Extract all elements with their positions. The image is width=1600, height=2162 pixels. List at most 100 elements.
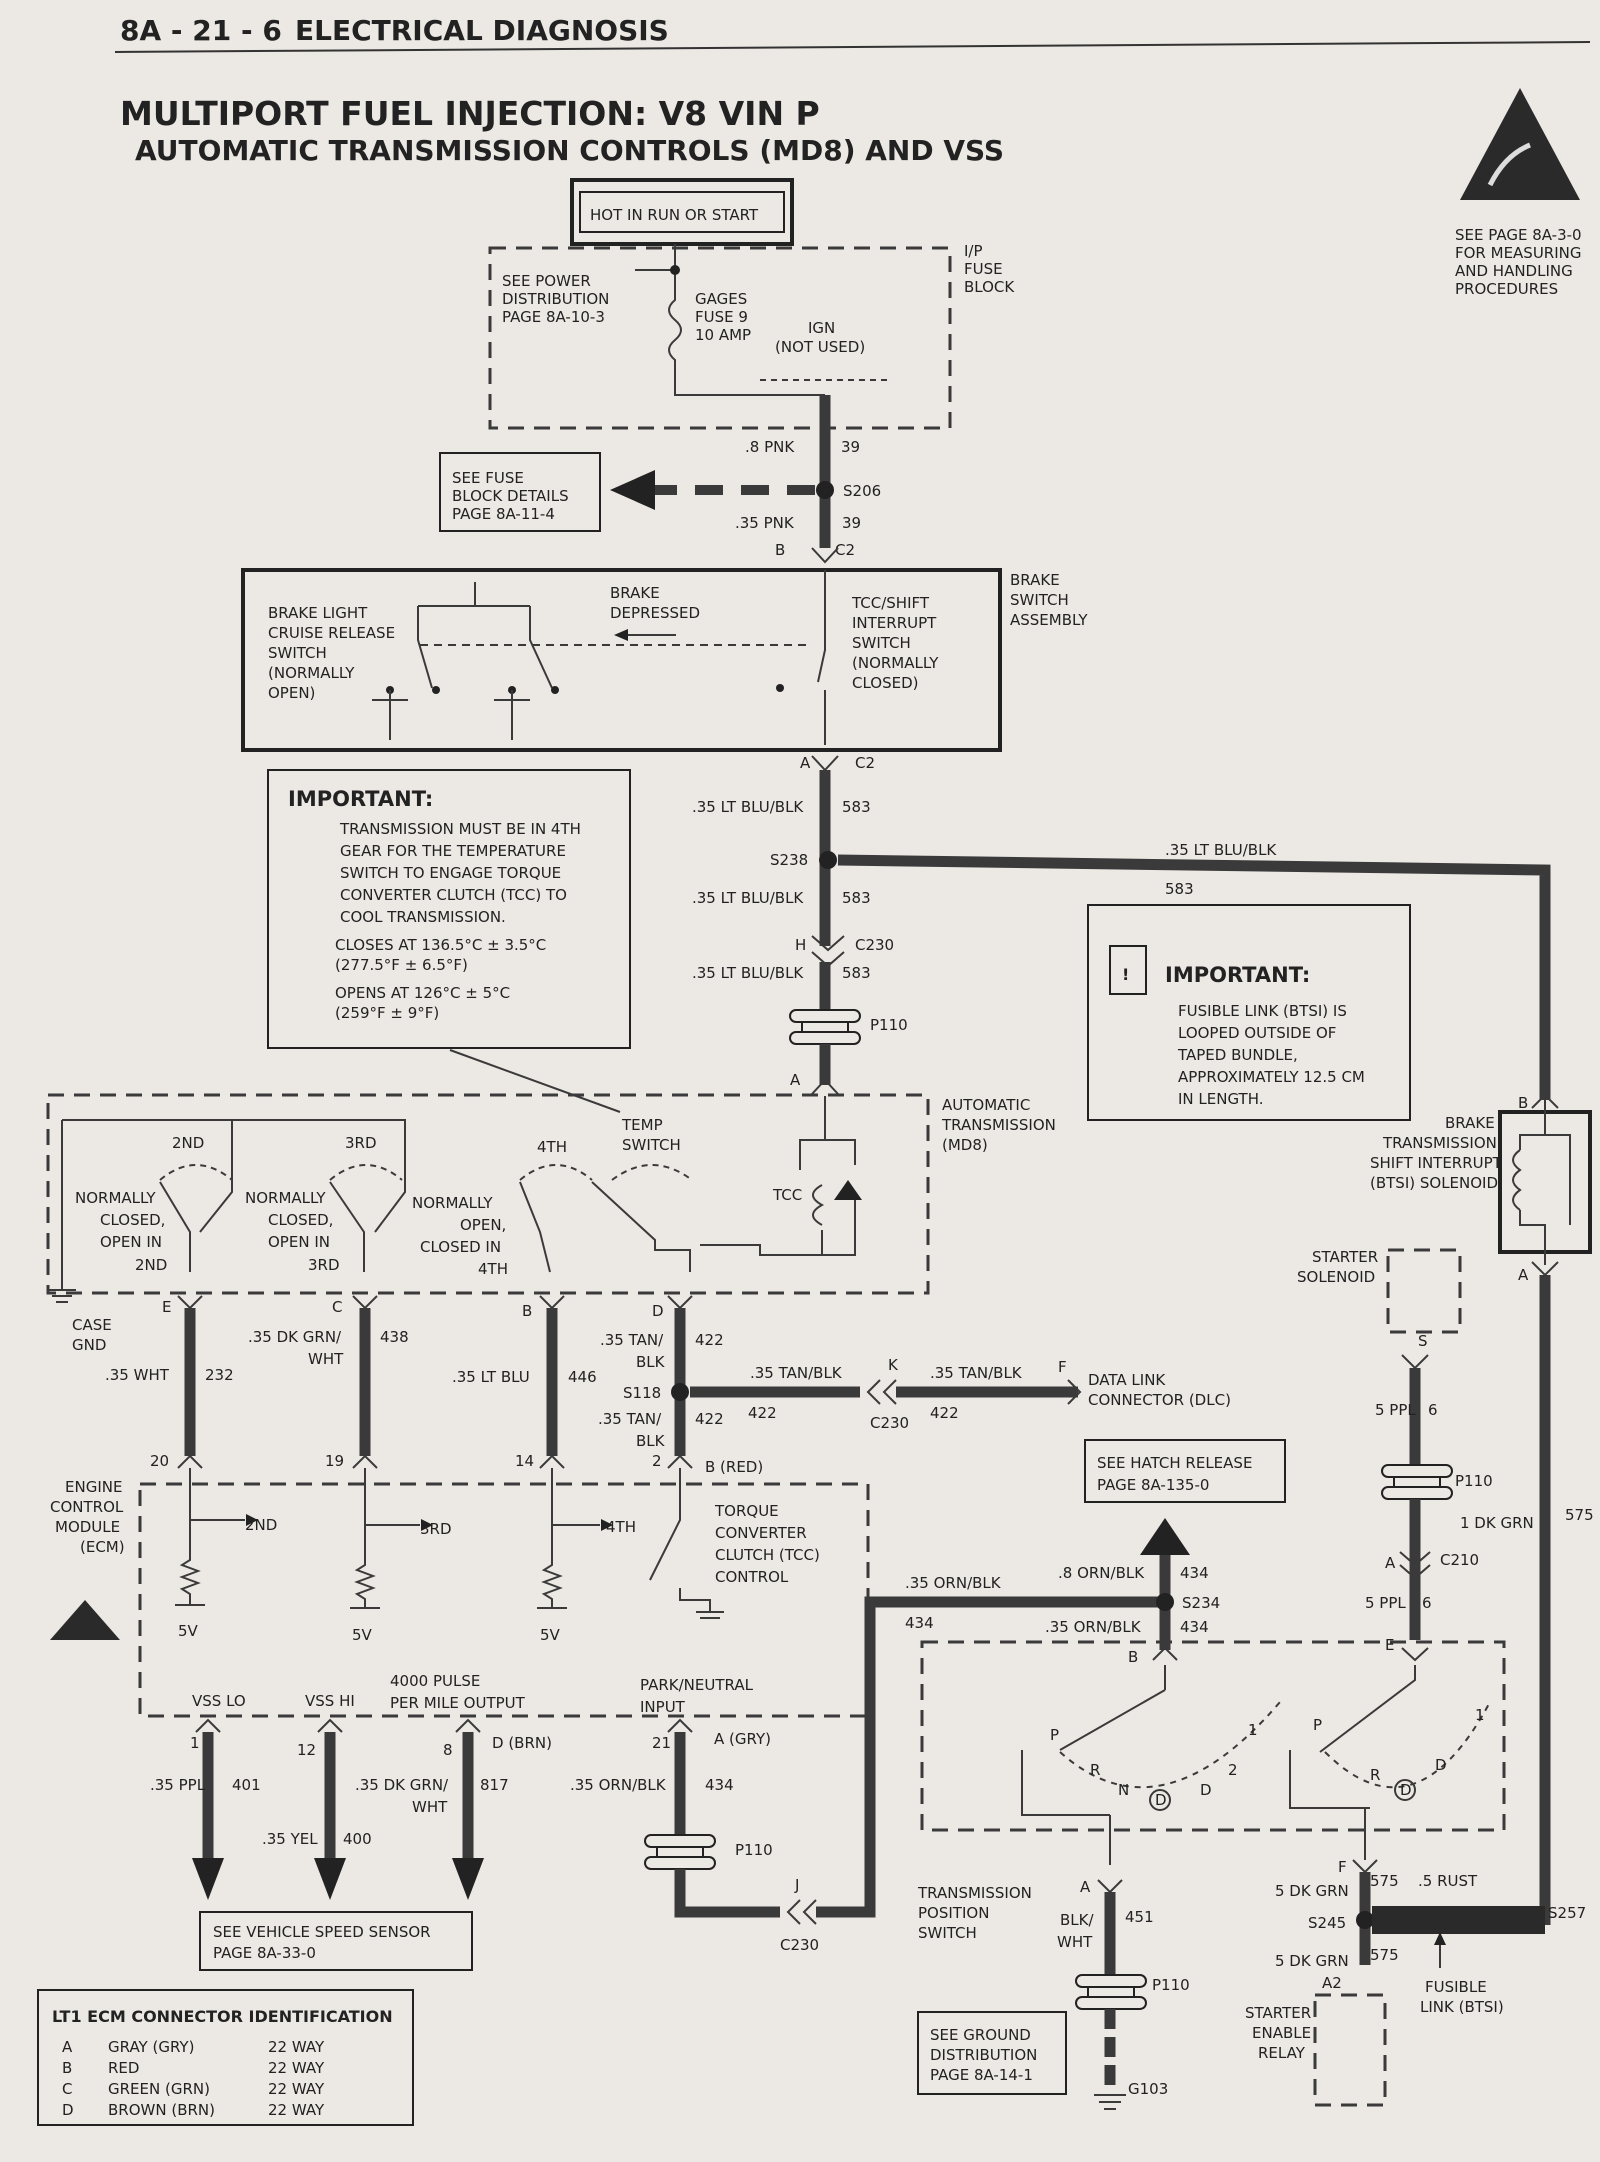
svg-text:R: R — [1090, 1761, 1100, 1779]
svg-text:N: N — [1118, 1781, 1129, 1799]
splice-s234 — [1156, 1593, 1174, 1611]
svg-text:.35 LT BLU/BLK: .35 LT BLU/BLK — [692, 889, 804, 907]
svg-text:CLOSED,: CLOSED, — [100, 1211, 165, 1229]
arrow-down-icon — [452, 1858, 484, 1900]
svg-text:P: P — [1313, 1716, 1322, 1734]
ecm-esd-icon — [50, 1600, 120, 1640]
svg-text:PER MILE OUTPUT: PER MILE OUTPUT — [390, 1694, 526, 1712]
important-heading: IMPORTANT: — [288, 787, 433, 811]
svg-text:8: 8 — [443, 1741, 453, 1759]
svg-text:.35 TAN/: .35 TAN/ — [598, 1410, 662, 1428]
svg-text:.35 LT BLU/BLK: .35 LT BLU/BLK — [1165, 841, 1277, 859]
svg-text:C2: C2 — [855, 754, 875, 772]
no-4th-label: NORMALLY OPEN, CLOSED IN 4TH — [412, 1194, 508, 1278]
svg-text:P110: P110 — [1455, 1472, 1493, 1490]
svg-text:S: S — [1418, 1332, 1428, 1350]
see-power-distribution: SEE POWER DISTRIBUTION PAGE 8A-10-3 — [502, 272, 609, 326]
btsi-coil — [1512, 1095, 1571, 1265]
svg-text:P110: P110 — [870, 1016, 908, 1034]
svg-text:D: D — [62, 2101, 74, 2119]
svg-text:TCC: TCC — [772, 1186, 802, 1204]
gages-fuse-label: GAGES FUSE 9 10 AMP — [695, 290, 751, 344]
svg-text:434: 434 — [905, 1614, 934, 1632]
svg-text:R: R — [1370, 1766, 1380, 1784]
svg-text:P110: P110 — [735, 1841, 773, 1859]
diagram-title: MULTIPORT FUEL INJECTION: V8 VIN P — [120, 94, 820, 133]
svg-text:G103: G103 — [1128, 2080, 1168, 2098]
passthrough-p110 — [1075, 1974, 1147, 2010]
svg-text:F: F — [1338, 1858, 1347, 1876]
svg-text:438: 438 — [380, 1328, 409, 1346]
splice-s206 — [816, 481, 834, 499]
svg-text:5 PPL: 5 PPL — [1375, 1401, 1416, 1419]
svg-text:.8 ORN/BLK: .8 ORN/BLK — [1058, 1564, 1145, 1582]
esd-warning-icon — [1460, 88, 1580, 200]
connector-c230-j — [786, 1899, 817, 1925]
svg-text:BROWN (BRN): BROWN (BRN) — [108, 2101, 215, 2119]
svg-text:434: 434 — [705, 1776, 734, 1794]
svg-text:422: 422 — [695, 1410, 724, 1428]
vss-wires — [192, 1718, 693, 1900]
arrow-left-icon — [610, 470, 655, 510]
svg-text:DISTRIBUTION: DISTRIBUTION — [502, 290, 609, 308]
svg-text:(NORMALLY: (NORMALLY — [852, 654, 939, 672]
svg-text:20: 20 — [150, 1452, 169, 1470]
svg-text:TRANSMISSION: TRANSMISSION — [941, 1116, 1056, 1134]
svg-text:.35 TAN/BLK: .35 TAN/BLK — [930, 1364, 1023, 1382]
splice-s118 — [671, 1383, 689, 1401]
svg-text:PAGE 8A-135-0: PAGE 8A-135-0 — [1097, 1476, 1209, 1494]
svg-text:4TH: 4TH — [606, 1518, 636, 1536]
svg-text:FUSE 9: FUSE 9 — [695, 308, 748, 326]
fuse-block-outline — [488, 246, 952, 430]
svg-text:SEE HATCH RELEASE: SEE HATCH RELEASE — [1097, 1454, 1252, 1472]
svg-text:TRANSMISSION: TRANSMISSION — [1382, 1134, 1497, 1152]
arrow-up-icon — [1140, 1518, 1190, 1555]
svg-text:TORQUE: TORQUE — [714, 1502, 779, 1520]
svg-text:.35 ORN/BLK: .35 ORN/BLK — [570, 1776, 667, 1794]
svg-text:.35 LT BLU/BLK: .35 LT BLU/BLK — [692, 964, 804, 982]
info-icon — [1109, 945, 1147, 995]
automatic-transmission-label: AUTOMATIC TRANSMISSION (MD8) — [941, 1096, 1056, 1154]
svg-text:ENGINE: ENGINE — [65, 1478, 122, 1496]
svg-text:S238: S238 — [770, 851, 808, 869]
brake-depressed-label: BRAKE DEPRESSED — [610, 584, 700, 622]
svg-text:SEE POWER: SEE POWER — [502, 272, 591, 290]
svg-text:COOL TRANSMISSION.: COOL TRANSMISSION. — [340, 908, 506, 926]
svg-text:1: 1 — [1248, 1721, 1258, 1739]
svg-text:BRAKE: BRAKE — [1445, 1114, 1495, 1132]
pulse-output-label: 4000 PULSE PER MILE OUTPUT — [390, 1672, 526, 1712]
svg-text:575: 575 — [1370, 1872, 1399, 1890]
svg-text:WHT: WHT — [412, 1798, 448, 1816]
svg-text:IN LENGTH.: IN LENGTH. — [1178, 1090, 1264, 1108]
brake-light-switch-label: BRAKE LIGHT CRUISE RELEASE SWITCH (NORMA… — [268, 604, 395, 702]
page-ref: 8A - 21 - 6 — [120, 14, 282, 47]
svg-text:19: 19 — [325, 1452, 344, 1470]
ign-label: IGN (NOT USED) — [775, 319, 865, 356]
svg-text:NORMALLY: NORMALLY — [75, 1189, 156, 1207]
svg-text:I/P: I/P — [964, 242, 983, 260]
important-tcc-text: TRANSMISSION MUST BE IN 4TH GEAR FOR THE… — [335, 820, 581, 1022]
switch-4th — [519, 1181, 691, 1273]
svg-text:POSITION: POSITION — [918, 1904, 989, 1922]
svg-text:S245: S245 — [1308, 1914, 1346, 1932]
svg-text:(NOT USED): (NOT USED) — [775, 338, 865, 356]
ground-g103-icon — [1094, 2094, 1126, 2110]
svg-text:TRANSMISSION MUST BE IN 4TH: TRANSMISSION MUST BE IN 4TH — [339, 820, 581, 838]
svg-text:AND HANDLING: AND HANDLING — [1455, 262, 1573, 280]
wire-583-right — [837, 854, 1551, 1100]
passthrough-p110 — [644, 1834, 716, 1870]
important-note-tcc — [267, 769, 631, 1049]
starter-solenoid-outline — [1386, 1248, 1462, 1334]
svg-text:!: ! — [1122, 965, 1129, 984]
svg-text:.35 YEL: .35 YEL — [262, 1830, 318, 1848]
case-gnd-label: CASE GND — [72, 1316, 112, 1354]
svg-text:D: D — [1435, 1756, 1447, 1774]
svg-text:RELAY: RELAY — [1258, 2044, 1306, 2062]
important-btsi-text: FUSIBLE LINK (BTSI) IS LOOPED OUTSIDE OF… — [1177, 1002, 1365, 1108]
svg-text:(277.5°F ± 6.5°F): (277.5°F ± 6.5°F) — [335, 956, 468, 974]
svg-text:GREEN (GRN): GREEN (GRN) — [108, 2080, 210, 2098]
svg-text:OPEN,: OPEN, — [460, 1216, 506, 1234]
svg-text:434: 434 — [1180, 1564, 1209, 1582]
svg-text:D: D — [1200, 1781, 1212, 1799]
svg-text:CONVERTER CLUTCH (TCC) TO: CONVERTER CLUTCH (TCC) TO — [340, 886, 567, 904]
